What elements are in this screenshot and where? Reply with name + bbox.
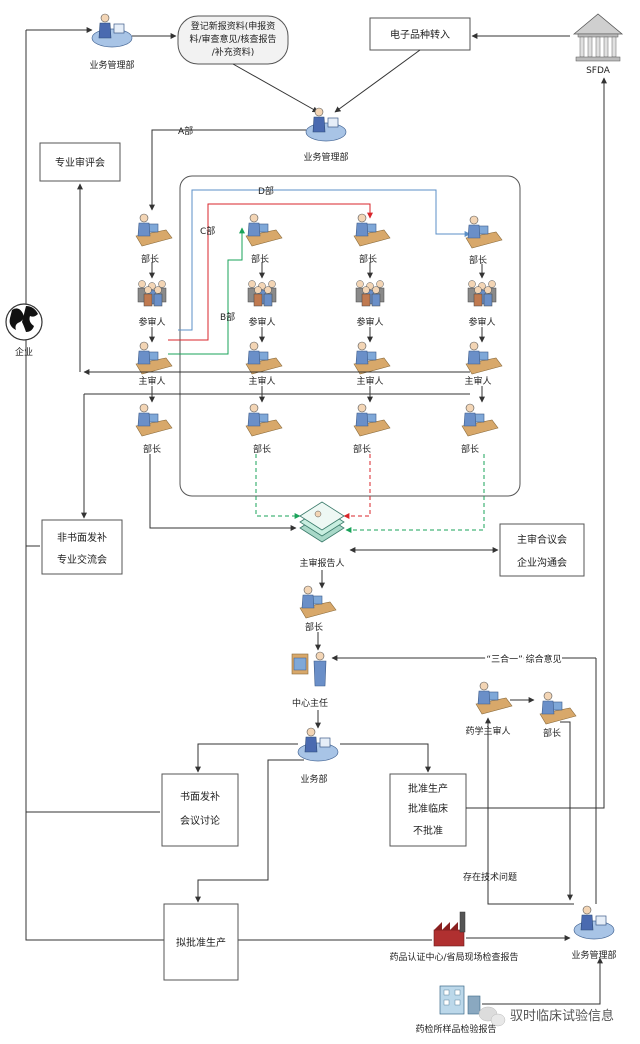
written-line-1: 书面发补 [180, 790, 220, 803]
written-line-2: 会议讨论 [180, 814, 220, 827]
c-dept-label: C部 [200, 225, 215, 237]
written-box [161, 773, 239, 847]
center-director-label: 中心主任 [292, 697, 328, 709]
col-d-chief-label: 主审人 [464, 375, 491, 387]
propose-label: 拟批准生产 [176, 936, 226, 949]
biz-dept-icon [297, 727, 339, 762]
biz-mgmt-2-label: 业务管理部 [303, 151, 348, 163]
biz-mgmt-top-icon [91, 13, 133, 48]
lab-to-biz-arrow [482, 957, 603, 1005]
a-dept-label: A部 [178, 125, 193, 137]
tech-issue-line [485, 717, 574, 905]
col-a-head-icon [135, 213, 173, 247]
three-in-one-label: “三合一” 综合意见 [486, 653, 561, 665]
col-a-participants-icon [137, 280, 167, 307]
joint-line-1: 主审合议会 [517, 533, 567, 546]
tech-issue-label: 存在技术问题 [463, 871, 517, 883]
col-b-participant-label: 参审人 [248, 316, 275, 328]
d-return-dashed [345, 454, 485, 533]
dept-head-after-icon [299, 585, 337, 619]
col-a-chief-label: 主审人 [138, 375, 165, 387]
col-c-participants-icon [355, 280, 385, 307]
a-dept-line [149, 129, 306, 211]
biz-mgmt-bottom-icon [573, 905, 615, 940]
center-director-icon [291, 651, 327, 687]
d-dept-line [178, 189, 471, 331]
cert-center-label: 药品认证中心/省局现场检查报告 [389, 951, 518, 963]
pharm-head-label: 部长 [543, 727, 561, 739]
nonwritten-line-1: 非书面发补 [57, 531, 107, 544]
approve-box [389, 773, 467, 847]
biz-dept-label: 业务部 [300, 773, 327, 785]
approve-line-1: 批准生产 [408, 782, 448, 795]
transfer-to-biz2-arrow [334, 49, 421, 113]
b-return-dashed [255, 454, 301, 519]
col-a-head2-label: 部长 [143, 443, 161, 455]
e-transfer-label: 电子品种转入 [390, 28, 450, 41]
enterprise-globe-icon [5, 303, 43, 341]
joint-meeting-box [499, 523, 585, 577]
approve-to-sfda-line [466, 77, 607, 809]
to-written-arrow [195, 743, 298, 773]
b-dept-label: B部 [220, 311, 235, 323]
joint-line-2: 企业沟通会 [517, 556, 567, 569]
biz-mgmt-2-icon [305, 107, 347, 142]
factory-icon [433, 911, 466, 947]
col-a-head2-icon [135, 403, 173, 437]
chief-reporter-label: 主审报告人 [299, 557, 344, 569]
col-c-participant-label: 参审人 [356, 316, 383, 328]
approve-line-3: 不批准 [413, 824, 443, 837]
nonwritten-box [41, 519, 123, 575]
pharm-reviewer-icon [475, 681, 513, 715]
col-a-participant-label: 参审人 [138, 316, 165, 328]
col-b-head-label: 部长 [251, 253, 269, 265]
register-to-biz2-arrow [232, 63, 319, 113]
pharm-head-icon [539, 691, 577, 725]
register-line-2: 料/审查意见/核查报告 [189, 33, 276, 45]
expert-review-label: 专业审评会 [55, 156, 105, 169]
col-d-participants-icon [467, 280, 497, 307]
register-line-3: /补充资料) [212, 46, 255, 58]
sfda-label: SFDA [586, 66, 611, 76]
drug-lab-label: 药检所样品检验报告 [415, 1023, 496, 1035]
to-propose-arrow [195, 759, 304, 903]
approve-line-2: 批准临床 [408, 802, 448, 815]
col-d-head2-label: 部长 [461, 443, 479, 455]
watermark-text: 驭时临床试验信息 [510, 1008, 614, 1024]
c-dept-line [168, 203, 373, 341]
enterprise-label: 企业 [15, 346, 33, 358]
chief-reporter-icon [299, 501, 345, 543]
col-c-chief-label: 主审人 [356, 375, 383, 387]
dept-head-after-label: 部长 [305, 621, 323, 633]
col-d-head-label: 部长 [469, 254, 487, 266]
col-b-chief-label: 主审人 [248, 375, 275, 387]
col-c-head-label: 部长 [359, 253, 377, 265]
wechat-logo-icon [478, 1006, 506, 1027]
propose-box [163, 903, 239, 981]
col-a-head-label: 部长 [141, 253, 159, 265]
col-d-participant-label: 参审人 [468, 316, 495, 328]
b-dept-line [168, 227, 245, 355]
biz-mgmt-top-label: 业务管理部 [89, 59, 134, 71]
c-return-dashed [343, 454, 371, 519]
col-c-head2-label: 部长 [353, 443, 371, 455]
expert-review-box [39, 142, 121, 182]
col-b-head2-label: 部长 [253, 443, 271, 455]
drug-lab-icon [439, 985, 481, 1015]
biz-mgmt-bottom-label: 业务管理部 [571, 949, 616, 961]
col-b-participants-icon [247, 280, 277, 307]
a-to-chief-reporter-line [149, 454, 297, 531]
register-box [177, 15, 289, 65]
register-line-1: 登记新报资料(申报资 [191, 20, 276, 32]
nonwritten-line-2: 专业交流会 [57, 553, 107, 566]
pharm-head-to-biz-line [560, 721, 573, 901]
d-dept-label: D部 [258, 185, 274, 197]
sfda-building-icon [572, 13, 624, 62]
to-approve-arrow [340, 743, 431, 773]
col-a-chief-icon [135, 341, 173, 375]
